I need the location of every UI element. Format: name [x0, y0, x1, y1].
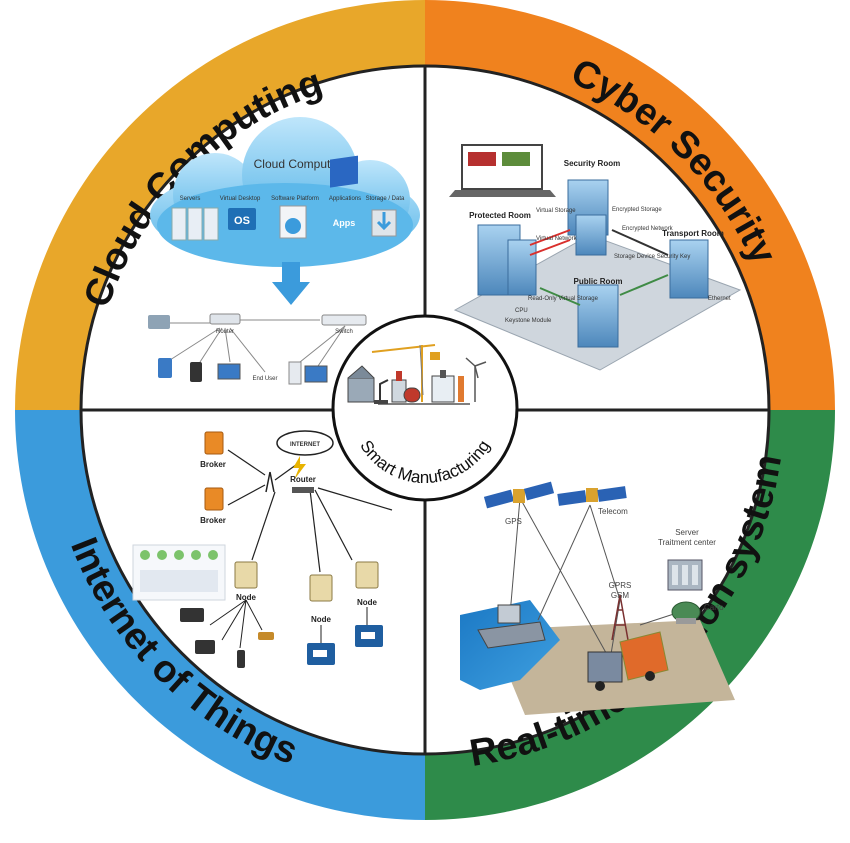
gsm-label: GSM: [611, 591, 630, 600]
read-only-storage-label: Read-Only Virtual Storage: [528, 296, 599, 302]
down-arrow-icon: [272, 262, 310, 305]
end-user-label: End User: [252, 376, 277, 382]
gps-label: GPS: [505, 517, 522, 526]
outer-ring: [15, 0, 835, 820]
telecom-label: Telecom: [598, 507, 628, 516]
broker-server-icon: [204, 431, 224, 455]
satellite-dish-icon: [671, 601, 701, 624]
node-label-3: Node: [357, 598, 378, 607]
node-label-2: Node: [311, 615, 332, 624]
cloud-computing-illustration: Cloud Computing Servers Virtual Desktop …: [148, 117, 420, 385]
node-server-icon: [234, 561, 258, 589]
tablet-icon: [158, 358, 172, 378]
security-room-label: Security Room: [564, 159, 620, 168]
node-server-icon: [309, 574, 333, 602]
laptop-icon: [217, 363, 241, 380]
switch-icon: [321, 314, 367, 326]
cloud-item-applications: Applications: [329, 196, 361, 202]
lightning-icon: [293, 456, 306, 480]
ring-segment-internet-of-things: [15, 410, 425, 820]
cloud-item-storage: Storage / Data: [366, 196, 405, 202]
transport-room-building: [669, 239, 709, 299]
phone-icon: [190, 362, 202, 382]
telecom-satellite-icon: [557, 486, 627, 506]
cloud-item-software-platform: Software Platform: [271, 196, 319, 202]
broker-label-2: Broker: [200, 516, 226, 525]
printer-icon: [148, 315, 170, 329]
factory-icon: [347, 344, 487, 405]
protected-room-building: [477, 224, 537, 296]
ethernet-label: Ethernet: [708, 296, 731, 302]
node-server-icon: [355, 561, 379, 589]
internet-cloud-icon: INTERNET: [276, 430, 334, 456]
switch-label: Switch: [335, 329, 353, 335]
desktop-tower-icon: [288, 361, 302, 385]
svg-text:OS: OS: [234, 215, 250, 227]
cyber-security-illustration: Security Room Protected Room Transport R…: [449, 144, 742, 371]
virtual-network-label: Virtual Network: [536, 236, 578, 242]
center-circle: Smart Manufacturing: [331, 314, 519, 502]
internet-label: INTERNET: [290, 442, 320, 448]
iot-illustration: INTERNET Broker Broker Router Node Node …: [132, 430, 393, 668]
treatment-center-label: Traitment center: [658, 538, 716, 547]
truck-icon: [587, 631, 669, 691]
virtual-desktop-icon: OS: [228, 208, 256, 230]
gprs-label: GPRS: [609, 581, 632, 590]
cpu-label: CPU: [515, 308, 528, 314]
camera-badge-icon: [355, 607, 383, 647]
gps-satellite-icon: [483, 481, 555, 509]
server-building-icon: [667, 559, 703, 591]
antenna-icon: [265, 471, 275, 493]
server-rack-icon: [171, 207, 219, 241]
security-room-building: [567, 179, 609, 256]
cloud-item-virtual-desktop: Virtual Desktop: [220, 196, 261, 202]
network-arrows: [529, 229, 669, 306]
camera-badge-icon: [307, 625, 335, 665]
dashboard-thumbnail: [132, 544, 226, 601]
network-diagram: [169, 319, 346, 373]
public-room-label: Public Room: [574, 277, 623, 286]
applications-icon: Apps: [330, 155, 358, 228]
cloud-title: Cloud Computing: [254, 157, 347, 171]
svg-text:Apps: Apps: [333, 218, 356, 228]
cell-tower-icon: [611, 594, 629, 641]
router-icon: [292, 487, 314, 493]
ring-segment-real-time-location: [425, 410, 835, 820]
laptop-icon: [449, 144, 556, 197]
cloud-item-servers: Servers: [180, 196, 201, 202]
node-label-1: Node: [236, 593, 257, 602]
software-platform-icon: [279, 205, 307, 239]
public-room-building: [577, 284, 619, 348]
router-label: Router: [216, 329, 234, 335]
encrypted-network-label: Encrypted Network: [622, 226, 674, 232]
sensor-modules: [180, 599, 274, 668]
encrypted-storage-label: Encrypted Storage: [612, 207, 662, 213]
virtual-storage-label: Virtual Storage: [536, 208, 576, 214]
ship-icon: [477, 604, 546, 649]
broker-server-icon: [204, 487, 224, 511]
ring-segment-cyber-security: [425, 0, 835, 410]
monitor-icon: [304, 365, 328, 383]
ring-segment-cloud-computing: [15, 0, 425, 410]
protected-room-label: Protected Room: [469, 211, 531, 220]
storage-icon: [371, 209, 397, 237]
carto-label: Carto: [704, 603, 724, 612]
storage-device-key-label: Storage Device Security Key: [614, 254, 690, 260]
broker-label-1: Broker: [200, 460, 226, 469]
rtls-illustration: GPS Telecom Server Traitment center GPRS…: [460, 481, 735, 715]
server-label: Server: [675, 528, 699, 537]
router-label: Router: [290, 475, 316, 484]
router-icon: [209, 313, 241, 325]
keystone-module-label: Keystone Module: [505, 318, 552, 324]
transport-room-label: Transport Room: [662, 229, 724, 238]
